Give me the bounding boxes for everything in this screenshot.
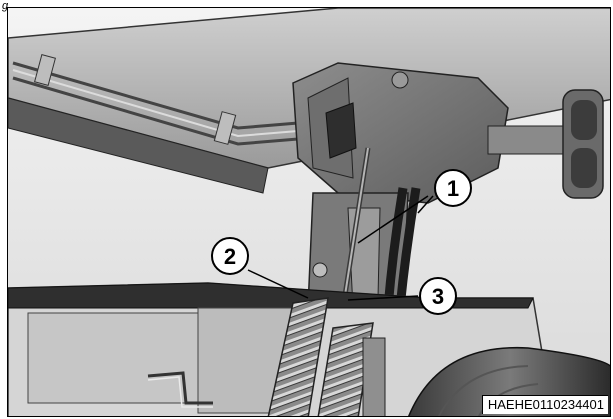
leader-1 (357, 195, 429, 244)
technical-illustration: 1 2 3 HAEHE0110234401 (7, 7, 611, 417)
image-code-label: HAEHE0110234401 (481, 395, 608, 414)
callout-2: 2 (211, 237, 249, 275)
callout-3-label: 3 (432, 284, 444, 309)
spring-right (317, 322, 374, 416)
cylinder (362, 337, 386, 416)
beam-underside (8, 97, 269, 194)
leader-2 (247, 269, 309, 299)
machine-drawing: 1 2 3 (8, 8, 610, 416)
leader-3 (347, 295, 419, 301)
callout-1-label: 1 (447, 176, 459, 201)
callout-2-label: 2 (224, 244, 236, 269)
spring-left (267, 297, 329, 416)
callout-1: 1 (434, 169, 472, 207)
callout-3: 3 (419, 277, 457, 315)
side-panel (27, 312, 199, 404)
figure-caption: g (2, 0, 9, 12)
